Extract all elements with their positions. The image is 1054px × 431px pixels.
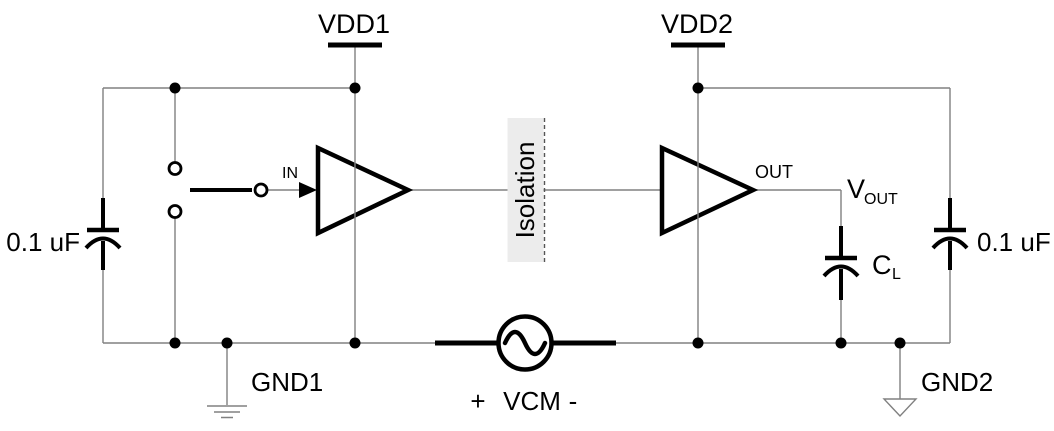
junction-dot: [169, 82, 181, 94]
junction-dot: [169, 337, 181, 349]
switch-throw-high-contact: [167, 161, 183, 176]
chassis-ground-icon: [882, 398, 918, 418]
vdd1-label: VDD1: [318, 9, 390, 39]
junction-dot: [221, 337, 233, 349]
output-buffer-triangle: [659, 144, 759, 237]
vcm-label: VCM: [503, 386, 561, 416]
junction-dot: [692, 337, 704, 349]
input-arrow-icon: [299, 182, 317, 198]
junction-dot: [835, 337, 847, 349]
in-pin-label: IN: [282, 165, 298, 182]
vdd2-label: VDD2: [661, 9, 733, 39]
switch-throw-low-contact: [167, 204, 183, 219]
vcm-plus-label: +: [470, 386, 485, 416]
gnd1-label: GND1: [251, 367, 323, 397]
earth-ground-icon: [207, 405, 247, 419]
vout-branch: [753, 189, 842, 343]
out-pin-label: OUT: [755, 162, 793, 182]
vout-label-subscript: OUT: [864, 191, 898, 208]
isolation-barrier: Isolation: [507, 118, 546, 262]
cl-label: C: [872, 250, 892, 280]
cl-label-subscript: L: [892, 266, 901, 283]
gnd2-symbol: GND2: [882, 367, 993, 418]
vdd2-symbol: VDD2: [661, 9, 733, 48]
vcm-source: + VCM -: [435, 314, 616, 416]
junction-dots: [169, 82, 906, 349]
isolation-box: [507, 118, 544, 262]
isolation-label: Isolation: [510, 142, 540, 239]
junction-dot: [692, 82, 704, 94]
cap-plate-curved: [931, 236, 969, 250]
input-buffer-triangle: [315, 144, 414, 237]
bypass-cap-left: 0.1 uF: [6, 198, 122, 270]
junction-dot: [894, 337, 906, 349]
vdd1-symbol: VDD1: [318, 9, 390, 48]
gnd1-symbol: GND1: [207, 367, 323, 419]
switch-pole-contact: [253, 182, 269, 198]
cap-plate-curved: [84, 236, 122, 250]
bypass-cap-right: 0.1 uF: [931, 198, 1051, 270]
junction-dot: [349, 82, 361, 94]
load-cap: C L: [822, 226, 901, 300]
vout-label: V: [847, 174, 865, 204]
vout-node: V OUT: [847, 174, 898, 208]
cap-right-value: 0.1 uF: [977, 227, 1051, 257]
sine-icon: [502, 329, 548, 357]
junction-dot: [349, 337, 361, 349]
cap-left-value: 0.1 uF: [6, 227, 80, 257]
input-switch: [167, 161, 269, 219]
vcm-minus-label: -: [569, 386, 578, 416]
cap-plate-curved: [822, 264, 860, 278]
gnd2-label: GND2: [921, 367, 993, 397]
